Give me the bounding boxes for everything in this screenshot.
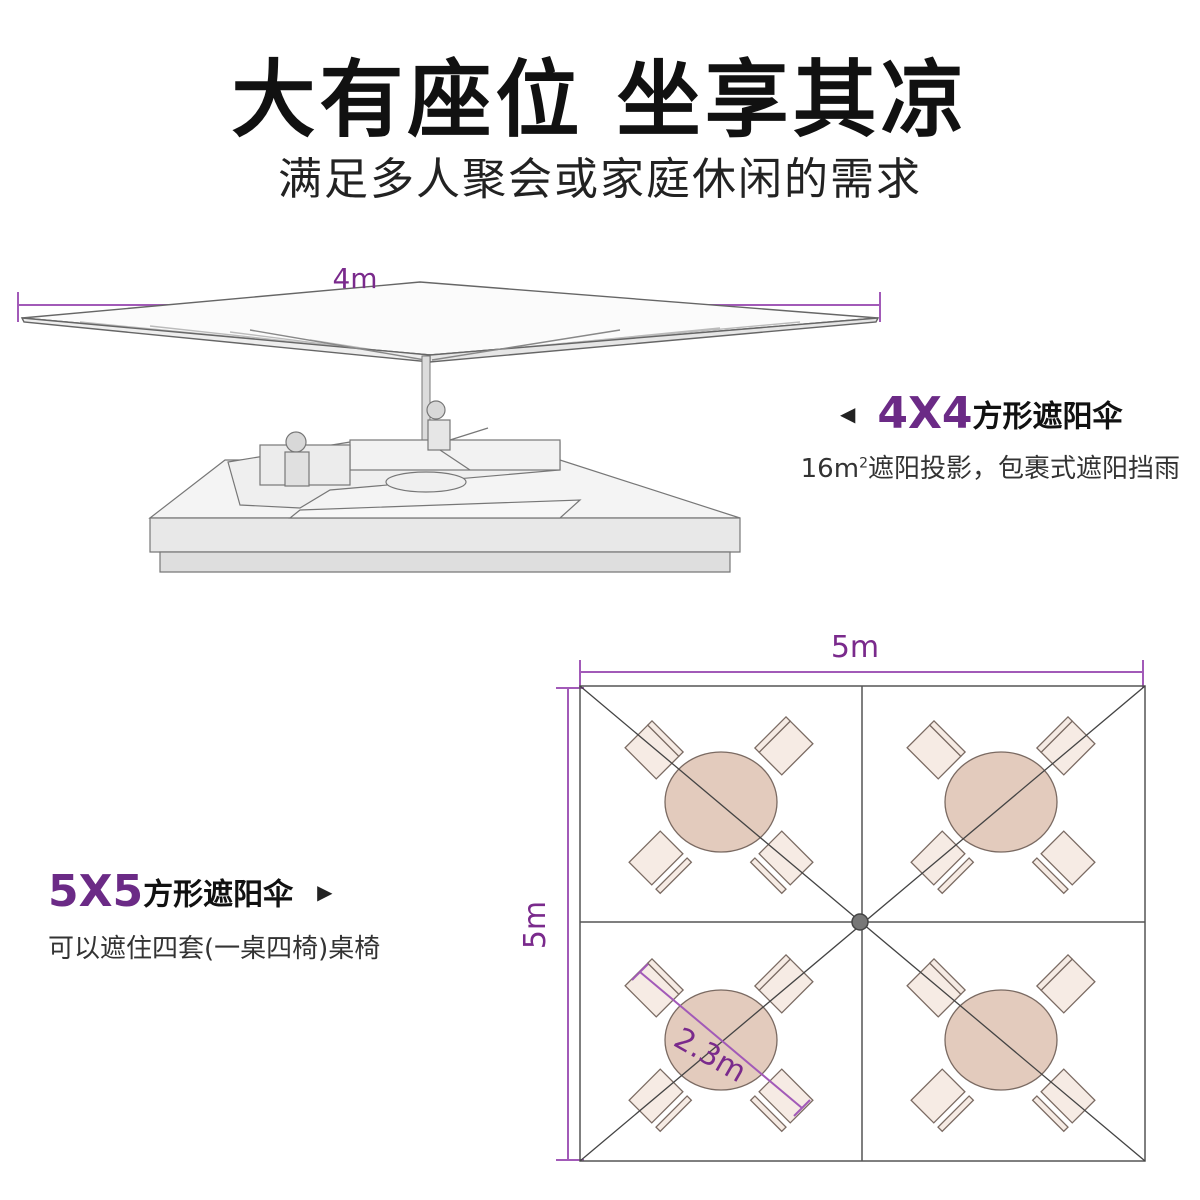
desc-area: 16m <box>800 454 860 484</box>
page-title: 大有座位 坐享其凉 <box>231 51 969 149</box>
dimension-line-5m-top <box>579 660 1144 688</box>
dimension-label-5m-top: 5m <box>830 630 880 665</box>
desc-text: 遮阳投影，包裹式遮阳挡雨 <box>867 454 1180 484</box>
page-subtitle: 满足多人聚会或家庭休闲的需求 <box>278 154 922 205</box>
dimension-label-4m: 4m <box>332 262 378 295</box>
spec-size-4x4: 4X4 <box>877 388 973 439</box>
pointer-left-icon: ◀ <box>840 401 856 426</box>
pointer-right-icon: ▶ <box>317 879 333 904</box>
dimension-line-2-3m <box>631 963 811 1117</box>
table-top-right <box>944 751 1058 853</box>
spec-description-5x5: 可以遮住四套(一桌四椅)桌椅 <box>48 934 381 964</box>
table-top-left <box>664 751 778 853</box>
chairs <box>624 715 1096 1133</box>
spec-5x5: 5X5方形遮阳伞 ▶ <box>48 866 333 918</box>
center-pole-dot <box>851 913 869 931</box>
spec-name-5x5: 方形遮阳伞 <box>143 877 294 913</box>
umbrella-canopy-sketch <box>20 281 880 363</box>
spec-4x4: ◀ 4X4方形遮阳伞 <box>840 388 1123 439</box>
spec-description-4x4: 16m2遮阳投影，包裹式遮阳挡雨 <box>700 448 1180 485</box>
deck-platform-sketch <box>148 400 741 573</box>
desc-area-unit: 2 <box>859 455 868 472</box>
spec-name-4x4: 方形遮阳伞 <box>972 399 1123 435</box>
spec-size-5x5: 5X5 <box>48 866 144 917</box>
